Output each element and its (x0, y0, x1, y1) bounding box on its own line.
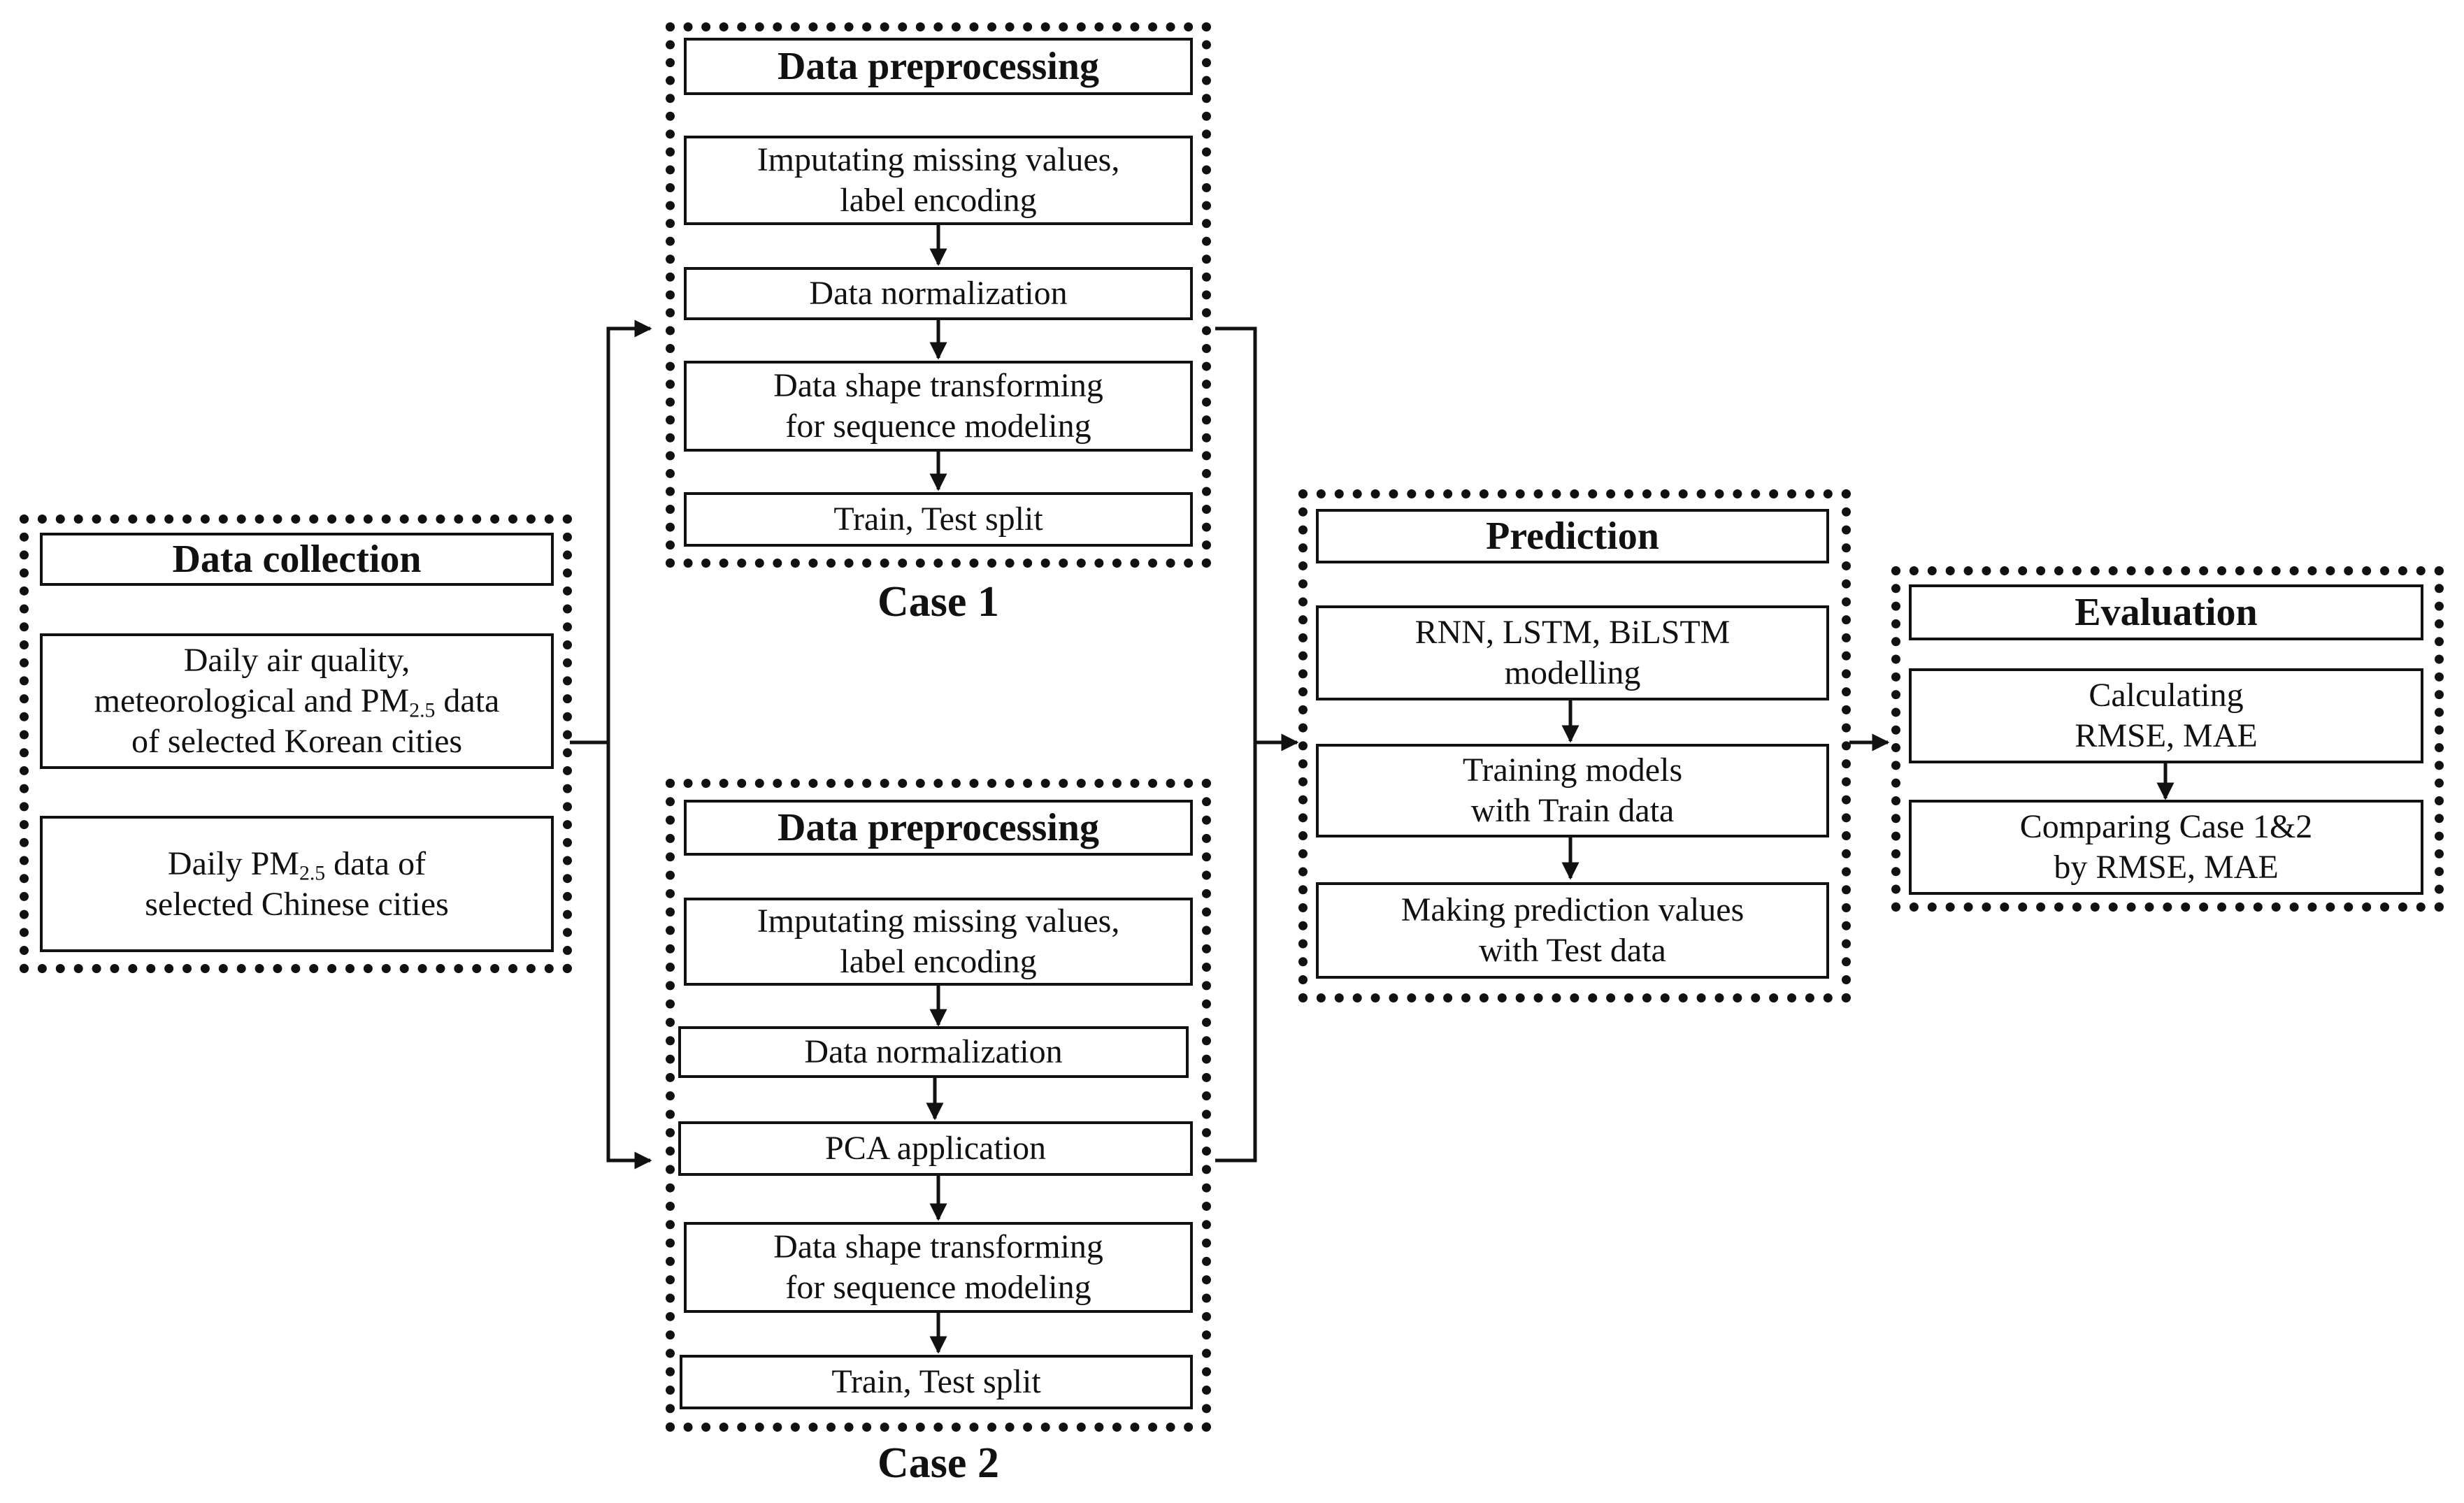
case2-group (666, 779, 1211, 1432)
arrow-case1-to-prediction (1215, 326, 1257, 742)
chinese-cities-data-box: Daily PM2.5 data of selected Chinese cit… (40, 816, 554, 952)
case2-train-test-split-step: Train, Test split (680, 1355, 1193, 1409)
prediction-group (1298, 489, 1851, 1002)
prediction-modelling-step: RNN, LSTM, BiLSTM modelling (1316, 605, 1829, 700)
evaluation-title: Evaluation (1909, 584, 2423, 640)
case2-pca-step: PCA application (678, 1121, 1193, 1176)
arrow-case2-to-prediction (1215, 742, 1257, 1163)
case1-train-test-split-step: Train, Test split (684, 492, 1193, 547)
case2-caption: Case 2 (878, 1439, 999, 1487)
case1-preprocessing-title: Data preprocessing (684, 38, 1193, 95)
arrow-collection-to-case2 (606, 742, 652, 1170)
case2-normalization-step: Data normalization (678, 1026, 1189, 1078)
data-collection-group (20, 515, 572, 973)
prediction-training-step: Training models with Train data (1316, 744, 1829, 837)
case1-group (666, 22, 1211, 568)
case1-shape-transform-step: Data shape transforming for sequence mod… (684, 361, 1193, 452)
case1-caption: Case 1 (878, 578, 999, 626)
prediction-making-values-step: Making prediction values with Test data (1316, 882, 1829, 979)
case1-normalization-step: Data normalization (684, 267, 1193, 320)
case2-shape-transform-step: Data shape transforming for sequence mod… (684, 1222, 1193, 1313)
data-collection-title: Data collection (40, 533, 554, 586)
evaluation-calculating-step: Calculating RMSE, MAE (1909, 668, 2423, 763)
evaluation-group (1891, 566, 2444, 912)
prediction-title: Prediction (1316, 509, 1829, 563)
case2-preprocessing-title: Data preprocessing (684, 800, 1193, 856)
case1-imputation-step: Imputating missing values, label encodin… (684, 136, 1193, 225)
korean-cities-data-box: Daily air quality, meteorological and PM… (40, 633, 554, 769)
case2-imputation-step: Imputating missing values, label encodin… (684, 898, 1193, 986)
arrow-collection-to-case1 (570, 319, 652, 745)
evaluation-comparing-step: Comparing Case 1&2 by RMSE, MAE (1909, 800, 2423, 895)
